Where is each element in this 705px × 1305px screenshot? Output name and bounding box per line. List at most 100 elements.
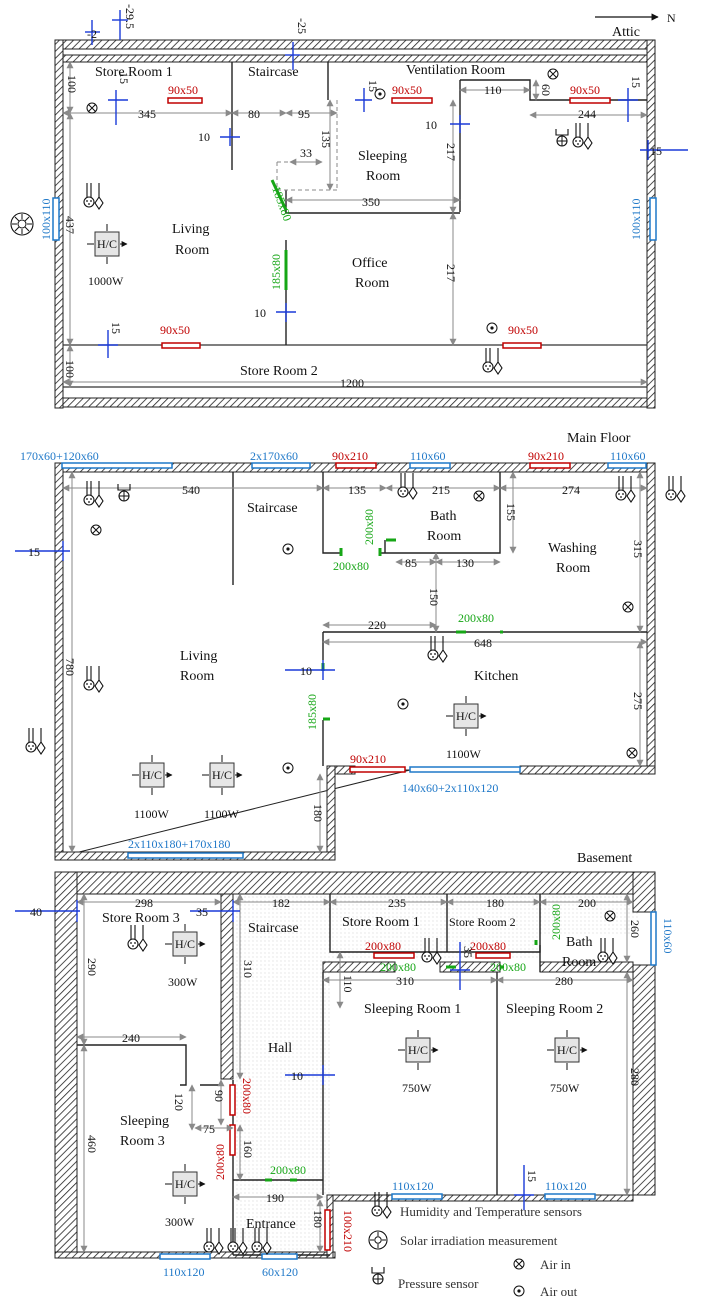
humidity-sensor-icon [615, 475, 636, 503]
basement-window-4: 110x120 [163, 1265, 205, 1279]
attic-dim-22: 217 [444, 264, 458, 282]
attic-dim-9: 15 [366, 80, 380, 92]
basement-window-1: 110x60 [661, 918, 675, 954]
attic-dim-15: 135 [319, 130, 333, 148]
humidity-sensor-icon [397, 472, 418, 500]
basement-dim-7: 35 [196, 905, 208, 919]
attic-room-living-a: Living [172, 222, 209, 237]
main-dim-14: 10 [300, 664, 312, 678]
basement-room-store-2: Store Room 2 [449, 915, 516, 929]
main-heater-label: H/C [456, 709, 476, 723]
basement-window-3: 110x120 [545, 1179, 587, 1193]
attic-dim-7: 80 [248, 107, 260, 121]
attic-dim-4: 100 [65, 75, 79, 93]
attic-window-2: 90x50 [392, 83, 422, 97]
main-dim-7: 15 [28, 545, 40, 559]
basement-dim-3: 235 [388, 896, 406, 910]
attic-wall-bottom [54, 397, 656, 408]
legend-humidity: Humidity and Temperature sensors [400, 1204, 582, 1219]
main-heater-label: H/C [142, 768, 162, 782]
attic-dim-12: 15 [629, 76, 643, 88]
attic-room-office-b: Room [355, 276, 389, 291]
main-dim-13: 780 [63, 658, 77, 676]
attic-dim-25: 100 [63, 360, 77, 378]
air-in-icon [473, 490, 485, 502]
main-room-bath-a: Bath [430, 509, 456, 524]
humidity-sensor-icon [83, 665, 104, 693]
attic-dim-23: 10 [254, 306, 266, 320]
attic-title: Attic [612, 25, 640, 40]
humidity-sensor-icon [203, 1227, 224, 1255]
basement-title: Basement [577, 851, 632, 866]
basement-dim-12: 35 [461, 946, 475, 958]
main-dim-4: 274 [562, 483, 580, 497]
basement-dim-4: 180 [486, 896, 504, 910]
attic-door-1: 185x80 [269, 184, 294, 223]
air-in-icon [547, 68, 559, 80]
basement-dim-13: 240 [122, 1031, 140, 1045]
attic-plan: Attic N [10, 4, 688, 409]
attic-dim-3: -25 [295, 18, 309, 34]
basement-room-sleeping-2: Sleeping Room 2 [506, 1002, 603, 1017]
attic-room-store-1: Store Room 1 [95, 65, 173, 80]
humidity-sensor-icon [83, 480, 104, 508]
basement-door-3: 200x80 [549, 904, 563, 940]
main-dim-8: 85 [405, 556, 417, 570]
basement-dim-9: 310 [241, 960, 255, 978]
main-dim-16: 180 [311, 804, 325, 822]
attic-dim-17: 10 [425, 118, 437, 132]
basement-room-sleeping-3a: Sleeping [120, 1114, 169, 1129]
basement-dim-14: 310 [396, 974, 414, 988]
solar-sensor-icon [10, 212, 34, 236]
attic-room-sleeping-b: Room [366, 169, 400, 184]
main-dim-10: 150 [427, 588, 441, 606]
basement-room-hall: Hall [268, 1041, 292, 1056]
attic-wall-top [54, 39, 656, 50]
main-dim-15: 275 [631, 692, 645, 710]
air-in-icon [513, 1258, 525, 1270]
main-room-bath-b: Room [427, 529, 461, 544]
basement-heater-power: 750W [402, 1081, 432, 1095]
basement-dim-6: 40 [30, 905, 42, 919]
basement-room-staircase: Staircase [248, 921, 299, 936]
north-label: N [667, 11, 676, 25]
main-window-3: 90x210 [332, 449, 368, 463]
main-heater-label: H/C [212, 768, 232, 782]
basement-dim-22: 460 [85, 1135, 99, 1153]
main-window-8: 140x60+2x110x120 [402, 781, 498, 795]
attic-window-west: 100x110 [39, 198, 53, 240]
main-dim-3: 215 [432, 483, 450, 497]
main-dim-12: 648 [474, 636, 492, 650]
attic-dim-20: 350 [362, 195, 380, 209]
attic-dim-18: 217 [444, 143, 458, 161]
attic-room-living-b: Room [175, 243, 209, 258]
legend-solar: Solar irradiation measurement [400, 1233, 558, 1248]
main-window-2: 2x170x60 [250, 449, 298, 463]
humidity-sensor-icon [597, 937, 618, 965]
attic-room-ventilation: Ventilation Room [406, 63, 505, 78]
basement-door-2: 200x80 [490, 960, 526, 974]
basement-dim-16: 120 [172, 1093, 186, 1111]
basement-heater-label: H/C [408, 1043, 428, 1057]
main-window-4: 110x60 [410, 449, 446, 463]
basement-dim-21: 280 [628, 1068, 642, 1086]
basement-red-2: 200x80 [470, 939, 506, 953]
legend: Humidity and Temperature sensors Solar i… [368, 1191, 582, 1299]
basement-dim-25: 180 [311, 1210, 325, 1228]
basement-room-sleeping-3b: Room 3 [120, 1134, 165, 1149]
basement-heater-label: H/C [175, 1177, 195, 1191]
humidity-sensor-icon [665, 475, 686, 503]
main-heater-power: 1100W [134, 807, 170, 821]
main-room-living-b: Room [180, 669, 214, 684]
humidity-sensor-icon [83, 182, 104, 210]
attic-door-2: 185x80 [269, 254, 283, 290]
basement-dim-11: 110 [341, 975, 355, 993]
air-out-icon [397, 698, 409, 710]
basement-dim-2: 182 [272, 896, 290, 910]
attic-room-office-a: Office [352, 256, 388, 271]
main-room-washing-b: Room [556, 561, 590, 576]
air-out-icon [513, 1285, 525, 1297]
attic-dim-26: 1200 [340, 376, 364, 390]
attic-wall-top-inner [54, 54, 656, 63]
humidity-sensor-icon [427, 635, 448, 663]
